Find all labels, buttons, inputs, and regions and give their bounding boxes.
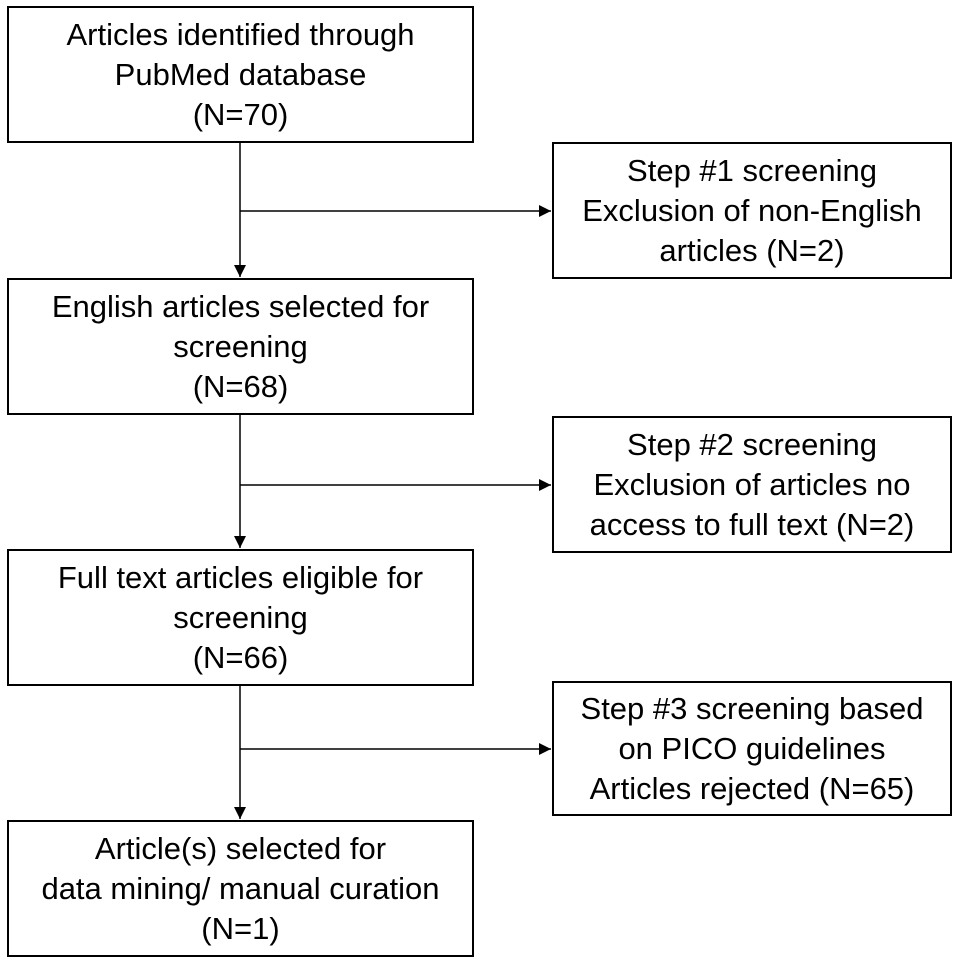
step3-exclusion-line3: Articles rejected (N=65) — [589, 770, 915, 806]
full-text-articles-line2: screening — [173, 599, 308, 635]
step2-exclusion-line3: access to full text (N=2) — [589, 506, 915, 542]
english-articles-box: English articles selected for screening … — [7, 278, 474, 415]
step1-exclusion-line3: articles (N=2) — [659, 232, 845, 268]
full-text-articles-box: Full text articles eligible for screenin… — [7, 549, 474, 686]
identified-articles-line1: Articles identified through — [66, 16, 415, 52]
full-text-articles-count: (N=66) — [192, 639, 289, 675]
step2-exclusion-line1: Step #2 screening — [627, 426, 877, 462]
full-text-articles-line1: Full text articles eligible for — [57, 559, 424, 595]
step1-exclusion-box: Step #1 screening Exclusion of non-Engli… — [552, 142, 952, 279]
selected-articles-line2: data mining/ manual curation — [41, 870, 440, 906]
english-articles-count: (N=68) — [192, 368, 289, 404]
identified-articles-line2: PubMed database — [114, 56, 367, 92]
english-articles-line1: English articles selected for — [51, 288, 430, 324]
identified-articles-box: Articles identified through PubMed datab… — [7, 6, 474, 143]
selected-articles-count: (N=1) — [201, 910, 280, 946]
step3-exclusion-box: Step #3 screening based on PICO guidelin… — [552, 681, 952, 816]
step2-exclusion-box: Step #2 screening Exclusion of articles … — [552, 416, 952, 553]
identified-articles-count: (N=70) — [192, 96, 289, 132]
step1-exclusion-line1: Step #1 screening — [627, 152, 877, 188]
english-articles-line2: screening — [173, 328, 308, 364]
step2-exclusion-line2: Exclusion of articles no — [593, 466, 911, 502]
selected-articles-box: Article(s) selected for data mining/ man… — [7, 820, 474, 957]
step3-exclusion-line1: Step #3 screening based — [580, 690, 924, 726]
step1-exclusion-line2: Exclusion of non-English — [582, 192, 922, 228]
step3-exclusion-line2: on PICO guidelines — [618, 730, 886, 766]
selected-articles-line1: Article(s) selected for — [94, 830, 387, 866]
